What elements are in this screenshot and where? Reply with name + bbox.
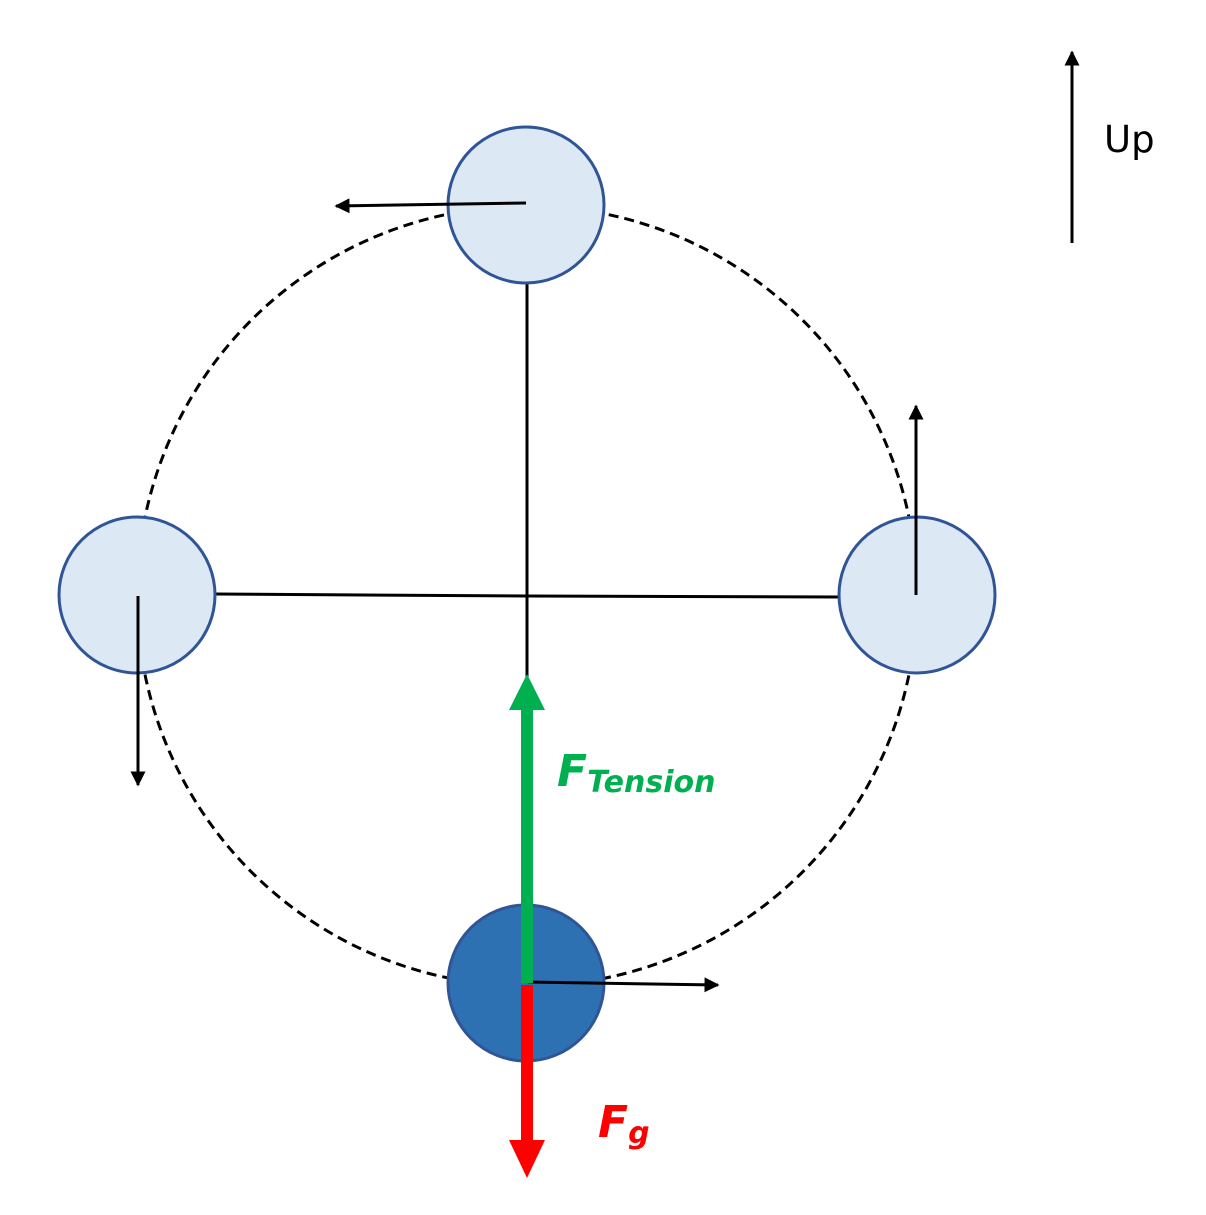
velocity-arrow-top: [334, 198, 527, 214]
gravity-label-main: F: [598, 1097, 628, 1148]
string-to-right-ball: [526, 594, 840, 599]
string-to-left-ball: [214, 592, 528, 598]
tension-label: FTension: [557, 746, 715, 800]
gravity-force-arrow: [509, 985, 545, 1178]
up-label: Up: [1104, 118, 1155, 161]
tension-label-main: F: [557, 746, 587, 797]
gravity-label: Fg: [598, 1097, 650, 1151]
gravity-label-sub: g: [628, 1116, 649, 1151]
velocity-arrow-bottom: [527, 977, 720, 993]
tension-force-arrow: [509, 674, 545, 983]
tension-label-sub: Tension: [587, 765, 715, 800]
